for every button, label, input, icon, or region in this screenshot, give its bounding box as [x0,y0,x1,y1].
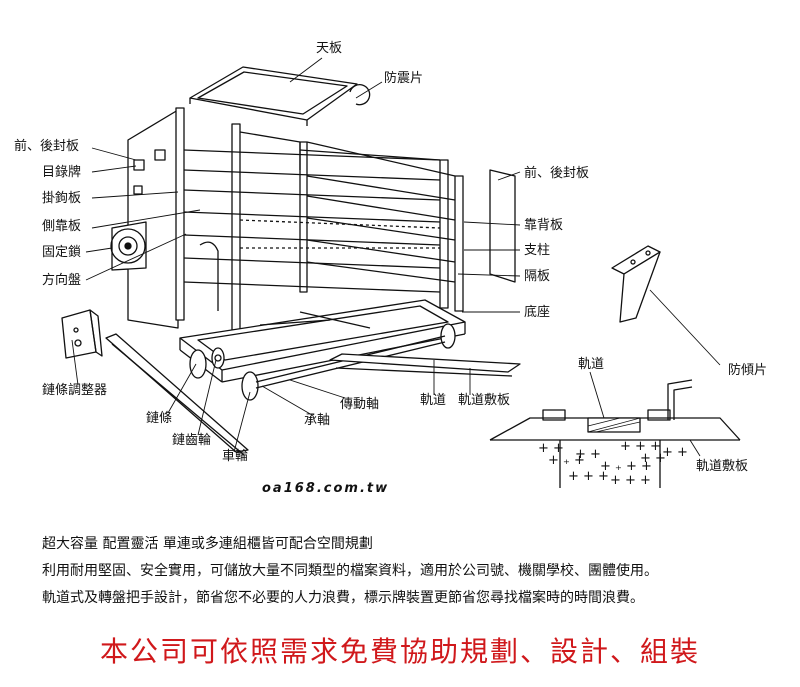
svg-text:+ + +: + + + [610,473,651,488]
svg-text:+ + +: + + + [620,439,661,454]
description-line-3: 軌道式及轉盤把手設計，節省您不必要的人力浪費，標示牌裝置更節省您尋找檔案時的時間… [42,590,644,606]
cabinet-exploded-diagram: + + + ₊ + + + + ₊ + + + + + + + + + + + … [14,41,767,496]
wheels [189,323,456,401]
label-wheel: 車輪 [222,448,248,464]
concrete-dots: + + + ₊ + + + + ₊ + + + + + + + + + + + … [538,439,688,488]
label-track: 軌道 [420,392,446,408]
label-sprocket: 鏈齒輪 [172,432,211,448]
label-bearing: 承軸 [304,413,330,428]
label-catalog-plate: 目錄牌 [42,164,81,180]
description-line-2: 利用耐用堅固、安全實用，可儲放大量不同類型的檔案資料，適用於公司號、機關學校、團… [42,563,658,579]
watermark: oa168.com.tw [262,481,389,496]
label-top-panel: 天板 [316,41,342,56]
label-chain: 鏈條 [146,411,172,426]
label-post: 支柱 [524,243,550,258]
label-drive-shaft: 傳動軸 [340,397,379,412]
track-cross-section [489,379,741,488]
chain-adjuster-shape [61,309,103,359]
label-steering-wheel: 方向盤 [42,272,81,288]
top-panel-shape [189,66,358,126]
svg-text:+ ₊ + +: + ₊ + + [600,459,652,474]
right-end-panel [489,169,516,283]
svg-text:+ +: + + [662,445,688,460]
steering-wheel-shape [110,221,147,271]
label-lock: 固定鎖 [42,244,81,260]
label-track-plate-right: 軌道敷板 [696,458,748,474]
label-anti-tilt: 防傾片 [728,362,767,378]
label-front-back-left: 前、後封板 [14,138,79,154]
description-line-1: 超大容量 配置靈活 單連或多連組櫃皆可配合空間規劃 [42,536,373,552]
anti-shock-piece [349,84,371,106]
label-track-plate-mid: 軌道敷板 [458,392,510,408]
side-panel-shape [127,109,179,329]
label-back-panel: 靠背板 [524,218,563,233]
svg-text:+ ₊ +: + ₊ + [548,453,585,468]
svg-text:+ +: + + [640,451,666,466]
svg-text:+ +: + + [538,441,564,456]
label-divider: 隔板 [524,269,550,284]
leader-lines [71,57,721,457]
svg-text:+ + +: + + + [568,469,609,484]
label-base: 底座 [524,304,550,320]
anti-tilt-bracket [611,245,661,323]
label-chain-adjuster: 鏈條調整器 [42,383,107,398]
label-hook-plate: 掛鉤板 [42,191,81,206]
right-track [329,353,521,377]
label-side-panel: 側靠板 [42,219,81,234]
svg-text:+ +: + + [575,447,601,462]
cabinet-frame [175,107,464,343]
label-front-back-right: 前、後封板 [524,165,589,181]
service-call-to-action: 本公司可依照需求免費協助規劃、設計、組裝 [99,635,700,668]
left-track [105,333,249,456]
label-anti-shock: 防震片 [384,70,423,86]
label-track-detail: 軌道 [578,356,604,372]
